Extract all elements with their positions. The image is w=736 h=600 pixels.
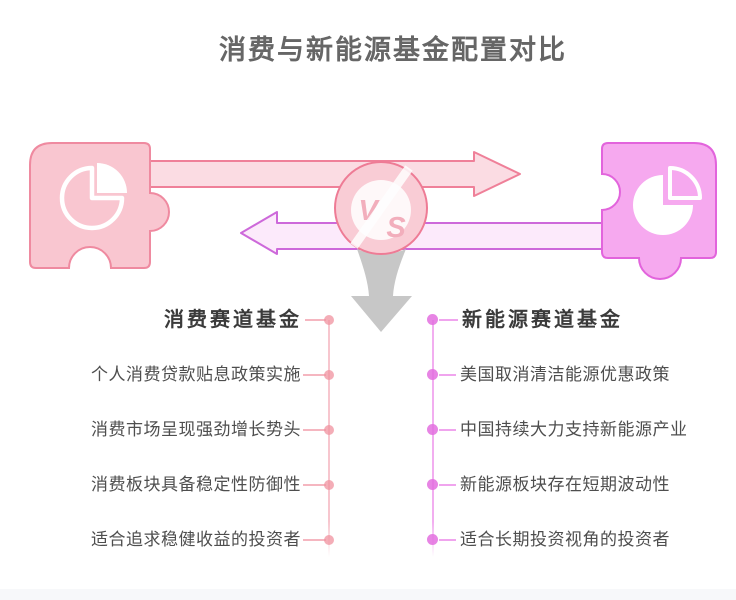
- right-item-4: 适合长期投资视角的投资者: [460, 530, 670, 549]
- comparison-graphic: V S: [29, 142, 717, 332]
- connector-line: [439, 319, 458, 321]
- right-timeline-line: [432, 320, 434, 557]
- connector-line: [305, 319, 326, 321]
- consumption-puzzle-piece: [29, 142, 170, 269]
- left-item-2: 消费市场呈现强劲增长势头: [91, 420, 301, 439]
- connector-line: [439, 484, 456, 486]
- timeline-dot: [427, 424, 438, 435]
- right-item-2: 中国持续大力支持新能源产业: [460, 420, 688, 439]
- timeline-dot: [324, 425, 334, 435]
- down-arrow-icon: [351, 249, 412, 332]
- connector-line: [303, 484, 326, 486]
- timeline-dot: [427, 369, 438, 380]
- vs-letter-s: S: [386, 212, 406, 244]
- timeline-dot: [324, 370, 334, 380]
- connector-line: [303, 429, 326, 431]
- left-timeline-line: [328, 320, 330, 557]
- right-item-3: 新能源板块存在短期波动性: [460, 475, 670, 494]
- left-item-1: 个人消费贷款贴息政策实施: [91, 365, 301, 384]
- timeline-dot: [427, 479, 438, 490]
- vs-badge-icon: V S: [334, 161, 428, 255]
- timeline-dot: [324, 535, 334, 545]
- connector-line: [303, 374, 326, 376]
- right-item-1: 美国取消清洁能源优惠政策: [460, 365, 670, 384]
- connector-line: [439, 539, 456, 541]
- connector-line: [439, 429, 456, 431]
- pie-chart-icon: [59, 163, 127, 231]
- left-column-header: 消费赛道基金: [164, 309, 302, 331]
- timeline-dot: [427, 534, 438, 545]
- pie-chart-icon: [633, 166, 702, 235]
- left-item-3: 消费板块具备稳定性防御性: [91, 475, 301, 494]
- timeline-dot: [427, 314, 438, 325]
- new-energy-puzzle-piece: [601, 142, 717, 280]
- left-item-4: 适合追求稳健收益的投资者: [91, 530, 301, 549]
- page-title: 消费与新能源基金配置对比: [219, 35, 567, 65]
- bottom-section-edge: [0, 589, 736, 600]
- connector-line: [439, 374, 456, 376]
- arrow-right-icon: [146, 151, 521, 197]
- right-column-header: 新能源赛道基金: [462, 309, 623, 331]
- connector-line: [303, 539, 326, 541]
- timeline-dot: [324, 315, 334, 325]
- puzzle-shape: [29, 142, 170, 269]
- timeline-dot: [324, 480, 334, 490]
